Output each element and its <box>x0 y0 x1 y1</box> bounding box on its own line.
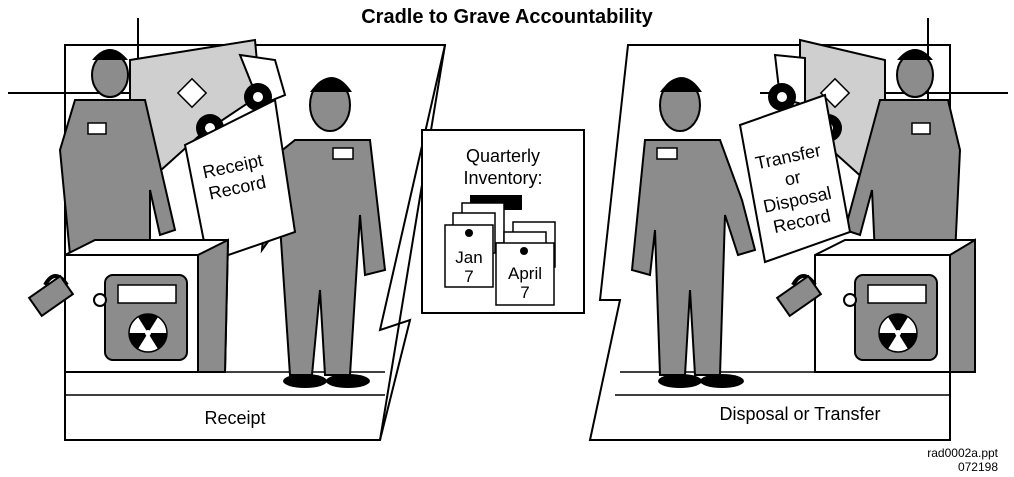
radiation-icon <box>878 313 918 353</box>
receipt-label: Receipt <box>204 408 266 428</box>
calendar-jan: Jan 7 <box>445 248 493 286</box>
text-line: April <box>507 264 542 283</box>
text-line: Jan <box>455 248 483 267</box>
person-figure <box>630 77 757 388</box>
left-panel <box>8 18 447 441</box>
padlock-icon <box>27 274 75 318</box>
person-figure <box>260 77 387 388</box>
diagram-title: Cradle to Grave Accountability <box>361 6 653 28</box>
person-figure <box>58 49 177 256</box>
container-box <box>814 238 976 373</box>
text-line: rad0002a.ppt <box>927 446 998 460</box>
transfer-record-label: Transfer or Disposal Record <box>742 137 848 242</box>
footer-code: rad0002a.ppt 072198 <box>878 446 998 474</box>
text-line: 072198 <box>957 460 998 474</box>
radiation-icon <box>128 313 168 353</box>
disposal-transfer-label: Disposal or Transfer <box>719 404 881 424</box>
record-paper <box>183 98 297 264</box>
text-line: Inventory: <box>463 168 543 188</box>
calendar-april: April 7 <box>496 264 554 302</box>
text-line: Quarterly <box>465 146 541 166</box>
text-line: 7 <box>520 283 530 302</box>
quarterly-inventory-box <box>421 129 585 314</box>
padlock-icon <box>775 274 823 318</box>
container-box <box>64 238 230 373</box>
right-panel <box>588 18 1008 441</box>
text-line: 7 <box>464 267 474 286</box>
record-paper <box>738 93 852 264</box>
quarterly-inventory-label: Quarterly Inventory: <box>430 145 576 189</box>
